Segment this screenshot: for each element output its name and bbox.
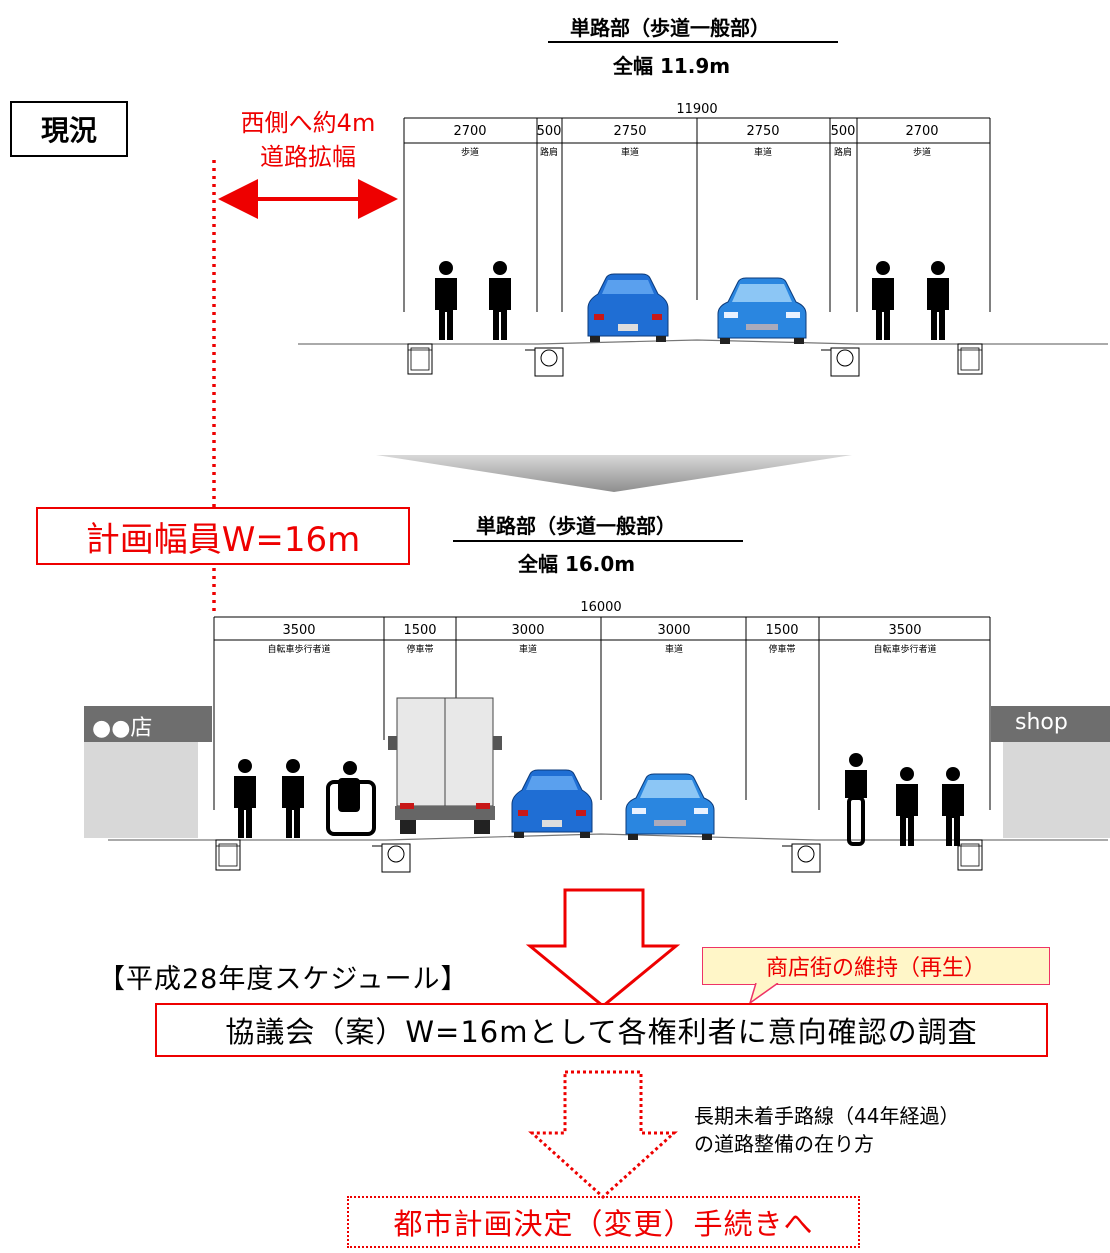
current-lane-names: 歩道 路肩 車道 車道 路肩 歩道 (461, 146, 931, 158)
current-section-subtitle: 全幅 11.9m (613, 54, 731, 78)
current-ground-line (298, 339, 1108, 345)
planned-lane-width: 3500 (282, 623, 315, 638)
widening-note: 西側へ約4m 道路拡幅 (190, 106, 426, 174)
current-car-front-icon (717, 277, 807, 345)
current-lane-name: 車道 (621, 146, 639, 158)
planned-dimension-lines (213, 616, 991, 810)
plan-width-box: 計画幅員W=16m (36, 507, 410, 565)
shop-right-building (1003, 742, 1110, 838)
final-step-box: 都市計画決定（変更）手続きへ (347, 1196, 860, 1248)
truck-icon (388, 697, 502, 834)
planned-lane-width: 3500 (888, 623, 921, 638)
current-lane-name: 路肩 (834, 146, 852, 158)
planned-lane-widths: 3500 1500 3000 3000 1500 3500 (282, 623, 921, 638)
planned-lane-name: 自転車歩行者道 (267, 643, 330, 655)
current-lane-width: 2700 (905, 124, 938, 139)
planned-lane-name: 自転車歩行者道 (873, 643, 936, 655)
survey-text: 協議会（案）W=16mとして各権利者に意向確認の調査 (225, 1015, 978, 1049)
schedule-heading: 【平成28年度スケジュール】 (98, 964, 469, 995)
planned-car-rear-icon (511, 769, 593, 839)
shop-left-sign (84, 706, 212, 742)
planned-catch-basin-left (371, 843, 411, 873)
shop-left-building (84, 742, 198, 838)
planned-lane-name: 車道 (519, 643, 537, 655)
current-car-rear-icon (587, 273, 669, 343)
current-pedestrian-icon (872, 261, 894, 340)
current-lane-width: 500 (831, 124, 856, 139)
planned-lane-name: 停車帯 (768, 643, 795, 655)
current-section-title: 単路部（歩道一般部） (570, 16, 770, 40)
next-step-arrow (525, 888, 681, 1008)
current-lane-name: 歩道 (913, 146, 931, 158)
planned-pedestrian-icon (896, 767, 918, 846)
planned-section-title: 単路部（歩道一般部） (476, 514, 676, 538)
current-curb-right (957, 343, 983, 375)
current-lane-name: 路肩 (540, 146, 558, 158)
planned-lane-name: 停車帯 (406, 643, 433, 655)
planned-lane-width: 1500 (403, 623, 436, 638)
long-term-note: 長期未着手路線（44年経過） の道路整備の在り方 (694, 1102, 959, 1158)
current-total-width: 11900 (676, 102, 717, 117)
current-lane-width: 500 (537, 124, 562, 139)
current-curb-left (407, 343, 433, 375)
current-title-underline (548, 41, 838, 43)
planned-car-front-icon (625, 773, 715, 841)
planned-curb-left (215, 839, 241, 871)
current-pedestrian-icon (435, 261, 457, 340)
current-lane-width: 2750 (746, 124, 779, 139)
planned-catch-basin-right (781, 843, 821, 873)
current-pedestrian-icon (489, 261, 511, 340)
transition-arrow (376, 455, 852, 492)
planned-lane-width: 3000 (511, 623, 544, 638)
current-status-box: 現況 (10, 101, 128, 157)
current-lane-width: 2750 (613, 124, 646, 139)
planned-title-underline (453, 540, 743, 542)
planned-lane-width: 1500 (765, 623, 798, 638)
shop-right-label: shop (1015, 710, 1068, 735)
planned-lane-names: 自転車歩行者道 停車帯 車道 車道 停車帯 自転車歩行者道 (267, 643, 936, 655)
planned-pedestrian-icon (942, 767, 964, 846)
planned-total-width: 16000 (580, 600, 621, 615)
widening-line1: 西側へ約4m (240, 109, 376, 137)
planned-lane-width: 3000 (657, 623, 690, 638)
note-line1: 長期未着手路線（44年経過） (694, 1104, 960, 1128)
current-lane-name: 車道 (754, 146, 772, 158)
current-pedestrian-icon (927, 261, 949, 340)
planned-curb-right (957, 839, 983, 871)
current-catch-basin-left (524, 347, 564, 377)
widening-line2: 道路拡幅 (260, 143, 356, 171)
current-dimension-lines (403, 117, 991, 312)
shop-left-label: ●●店 (92, 716, 153, 741)
shop-right-sign (991, 706, 1110, 742)
current-lane-width: 2700 (453, 124, 486, 139)
plan-width-label: 計画幅員W=16m (85, 519, 361, 560)
cyclist-icon (845, 753, 867, 846)
current-lane-name: 歩道 (461, 146, 479, 158)
survey-box: 協議会（案）W=16mとして各権利者に意向確認の調査 (155, 1003, 1048, 1057)
planned-pedestrian-icon (234, 759, 256, 838)
final-step-text: 都市計画決定（変更）手続きへ (393, 1207, 814, 1241)
final-step-arrow (528, 1070, 678, 1200)
planned-lane-name: 車道 (665, 643, 683, 655)
current-catch-basin-right (820, 347, 860, 377)
callout-bubble: 商店街の維持（再生） (702, 947, 1050, 985)
current-status-label: 現況 (40, 114, 97, 147)
planned-pedestrian-icon (282, 759, 304, 838)
callout-pointer (748, 983, 779, 1005)
note-line2: の道路整備の在り方 (694, 1132, 874, 1156)
current-lane-widths: 2700 500 2750 2750 500 2700 (453, 124, 938, 139)
callout-text: 商店街の維持（再生） (765, 956, 986, 981)
wheelchair-user-icon (326, 761, 376, 836)
planned-section-subtitle: 全幅 16.0m (518, 552, 636, 576)
